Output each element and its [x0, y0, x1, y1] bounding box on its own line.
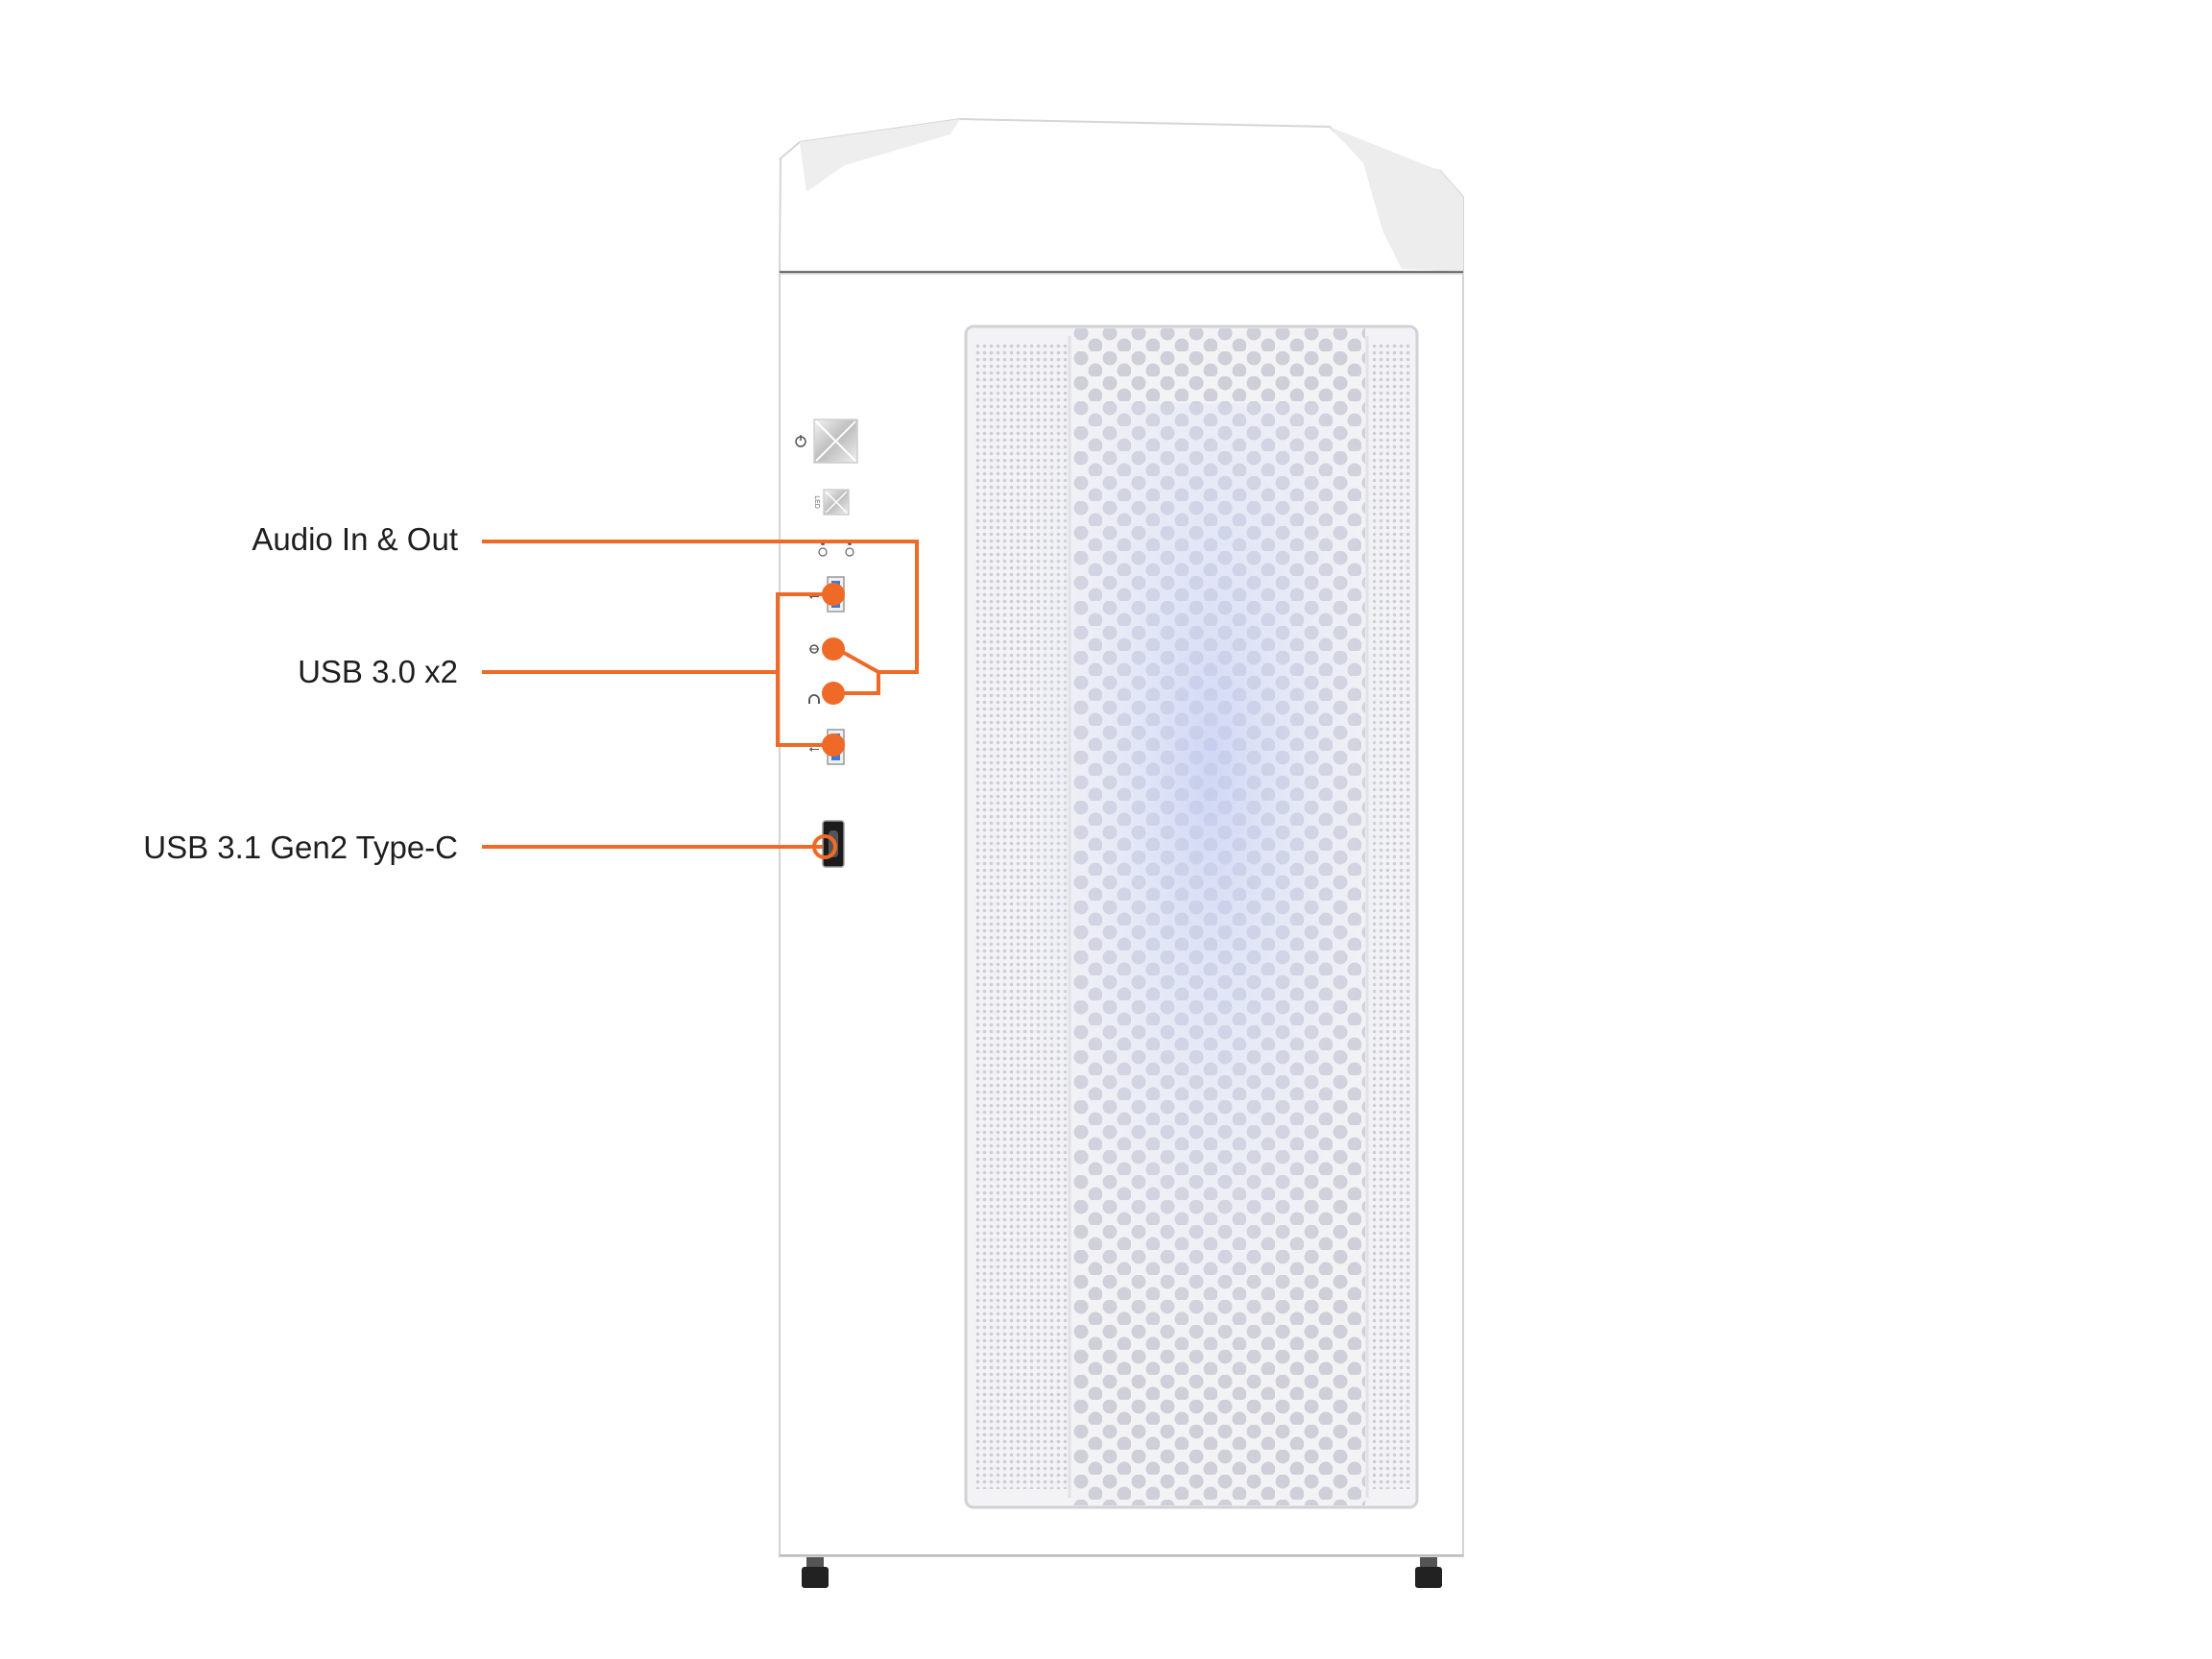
- usb-icon: ⭠: [808, 741, 819, 757]
- case-foot-left: [802, 1557, 829, 1588]
- callout-label-usb3: USB 3.0 x2: [298, 654, 458, 689]
- callout-label-audio: Audio In & Out: [252, 521, 458, 557]
- power-button[interactable]: [813, 419, 858, 464]
- front-mesh-panel: [964, 325, 1419, 1509]
- callout-usb3-line: [482, 592, 832, 747]
- headphone-icon: [808, 694, 820, 704]
- callout-label-usbc: USB 3.1 Gen2 Type-C: [143, 830, 458, 865]
- callout-markers: [812, 583, 845, 859]
- led-label: LED: [813, 495, 820, 509]
- power-icon: [795, 435, 806, 447]
- microphone-icon: [809, 644, 819, 654]
- case-top: [778, 117, 1464, 275]
- led-button[interactable]: [823, 489, 850, 516]
- case-foot-right: [1415, 1557, 1442, 1588]
